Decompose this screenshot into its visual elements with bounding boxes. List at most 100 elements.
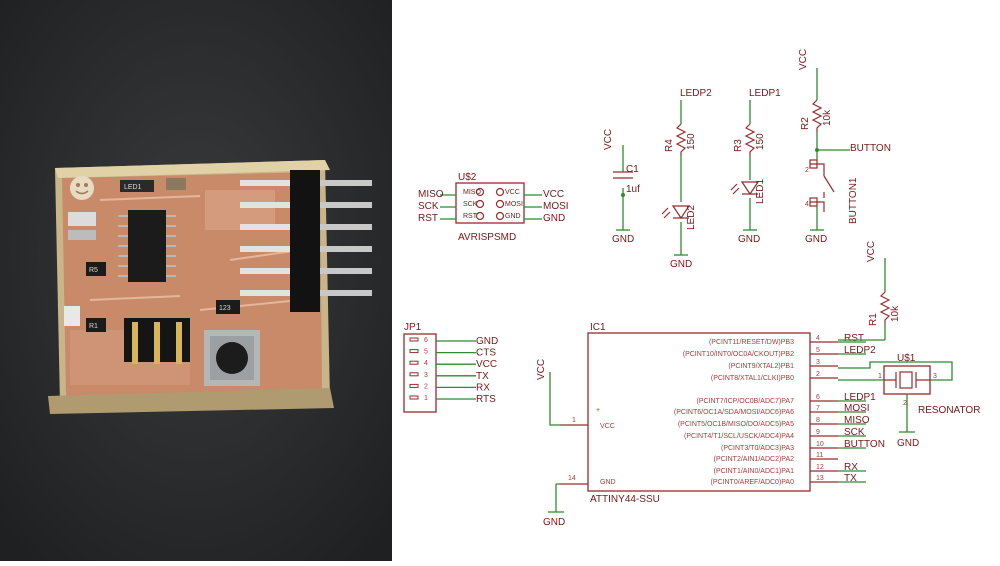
- ic1-pin-function: (PCINT2/AIN1/ADC2)PA2: [714, 456, 794, 463]
- jp1-pin-box: [409, 349, 419, 354]
- ic1-pin-number: 3: [816, 359, 820, 366]
- ic1-pin-function: (PCINT1/AIN0/ADC1)PA1: [714, 468, 794, 475]
- ic1-net-label: TX: [844, 473, 857, 484]
- schematic-drawing: U$2 AVRISPSMD MISO SCK RST VCC MOSI GND …: [403, 49, 980, 528]
- jp1-pin-number: 5: [424, 349, 428, 356]
- c1-val: 1uf: [626, 184, 640, 195]
- resistor-r1: [86, 318, 106, 332]
- ic1-pin-function: (PCINT8/XTAL1/CLKI)PB0: [711, 375, 794, 382]
- c1-gnd-net: GND: [612, 234, 634, 245]
- r4-val: 150: [686, 133, 697, 150]
- jp1-net-label: RTS: [476, 394, 496, 405]
- resonator: U$1 1 3 2 RESONATOR GND: [838, 339, 980, 449]
- led2-gnd-net: GND: [670, 259, 692, 270]
- jp1-pin-number: 2: [424, 383, 428, 390]
- ic1-pin-function: (PCINT7/ICP/OC0B/ADC7)PA7: [696, 398, 794, 405]
- ic1-pin-function: (PCINT11/RESET/DW)PB3: [709, 339, 794, 346]
- avr-pin-rst: RST: [463, 213, 478, 220]
- jp1-pin-box: [409, 337, 419, 342]
- ic1-plus-mark: +: [596, 407, 600, 414]
- ic1-pin-number: 8: [816, 417, 820, 424]
- avr-name: AVRISPSMD: [458, 232, 516, 243]
- r4-ref: R4: [664, 139, 675, 152]
- avr-net-gnd: GND: [543, 213, 565, 224]
- led2-ref: LED2: [686, 205, 697, 230]
- avr-net-miso: MISO: [418, 189, 444, 200]
- ic1-pin-function: (PCINT4/T1/SCL/USCK/ADC4)PA4: [684, 433, 794, 440]
- avr-pin-vcc: VCC: [505, 189, 520, 196]
- ic1-net-label: BUTTON: [844, 439, 885, 450]
- led-chip-2: [68, 230, 96, 240]
- ic1-pin-number: 11: [816, 452, 823, 459]
- attiny-chip: [128, 210, 166, 282]
- ic1-pin-number: 6: [816, 394, 820, 401]
- jp1-pin-box: [409, 360, 419, 365]
- button-vcc-net: VCC: [798, 49, 809, 70]
- ic1-vcc-label: VCC: [600, 423, 615, 430]
- ic1-ref: IC1: [590, 322, 606, 333]
- avr-pin-sck: SCK: [463, 201, 478, 208]
- led-white: [64, 306, 80, 326]
- resistor-r5: [86, 262, 106, 276]
- ic1-pin-number: 10: [816, 441, 824, 448]
- jp1-ref: JP1: [404, 322, 422, 333]
- ic1-vcc-net: VCC: [536, 359, 547, 380]
- jp1-pin-box: [409, 395, 419, 400]
- ic1-pin-function: (PCINT5/OC1B/MISO/DO/ADC5)PA5: [678, 421, 794, 428]
- jp1-pin-number: 4: [424, 360, 428, 367]
- avr-net-mosi: MOSI: [543, 201, 569, 212]
- jp1-pin-box: [409, 372, 419, 377]
- ic1-pin-function: (PCINT9/XTAL2)PB1: [728, 363, 794, 370]
- avr-ref: U$2: [458, 172, 477, 183]
- push-button: [204, 330, 260, 386]
- pcb-photo: LED1 R5 R1 123: [0, 0, 392, 561]
- avrisp-header: U$2 AVRISPSMD MISO SCK RST VCC MOSI GND …: [418, 172, 569, 243]
- pcb-photo-illustration: LED1 R5 R1 123: [0, 0, 392, 561]
- jp1-pin-number: 3: [424, 372, 428, 379]
- ic1-pin-number: 12: [816, 464, 824, 471]
- capacitor-c1: VCC C1 1uf GND: [603, 129, 640, 245]
- ic1-pin-number: 4: [816, 335, 820, 342]
- led-chip: [68, 212, 96, 226]
- ic1-pin-number: 5: [816, 347, 820, 354]
- ic1-pin-function: (PCINT10/INT0/OC0A/CKOUT)PB2: [683, 351, 794, 358]
- led1-chip: [120, 180, 154, 192]
- resonator-pin-2: 2: [903, 400, 907, 407]
- r3-ref: R3: [733, 139, 744, 152]
- button-pin-2: 2: [805, 167, 809, 174]
- r2-val: 10k: [822, 109, 833, 126]
- c1-ref: C1: [626, 164, 639, 175]
- resistor-123: [216, 300, 240, 314]
- jp1-net-label: CTS: [476, 348, 496, 359]
- resonator-gnd-net: GND: [897, 438, 919, 449]
- ic1-name: ATTINY44-SSU: [590, 494, 660, 505]
- resonator-pin-3: 3: [933, 373, 937, 380]
- ic1-gnd-label: GND: [600, 479, 616, 486]
- r1-vcc-net: VCC: [866, 241, 877, 262]
- c1-vcc-net: VCC: [603, 129, 614, 150]
- ic1-gnd-net: GND: [543, 517, 565, 528]
- ic1-net-label: RX: [844, 462, 858, 473]
- led1-net: LEDP1: [749, 88, 781, 99]
- ic1-net-label: LEDP2: [844, 345, 876, 356]
- r1-val: 10k: [890, 305, 901, 322]
- ic1-net-label: MISO: [844, 415, 870, 426]
- ic1-attiny44: IC1 ATTINY44-SSU + VCC GND 1 14 VCC GND …: [536, 322, 885, 528]
- button-pin-4: 4: [805, 201, 809, 208]
- jp1-net-label: GND: [476, 336, 498, 347]
- jp1-pin-box: [409, 383, 419, 388]
- resonator-pin-1: 1: [878, 373, 882, 380]
- ic1-pin-function: (PCINT3/T0/ADC3)PA3: [721, 445, 794, 452]
- schematic: U$2 AVRISPSMD MISO SCK RST VCC MOSI GND …: [392, 0, 1000, 561]
- avr-net-vcc: VCC: [543, 189, 564, 200]
- ic-leads: [118, 215, 176, 277]
- ic1-pin-function: (PCINT6/OC1A/SDA/MOSI/ADC6)PA6: [674, 409, 794, 416]
- ic1-gnd-pin: 14: [568, 475, 576, 482]
- led1-branch: LEDP1 R3 150 LED1 GND: [730, 88, 781, 245]
- led1-ref: LED1: [755, 179, 766, 204]
- jp1-pin-number: 1: [424, 395, 428, 402]
- ic1-pin-number: 9: [816, 429, 820, 436]
- smiley-logo-icon: [70, 176, 94, 200]
- r3-val: 150: [755, 133, 766, 150]
